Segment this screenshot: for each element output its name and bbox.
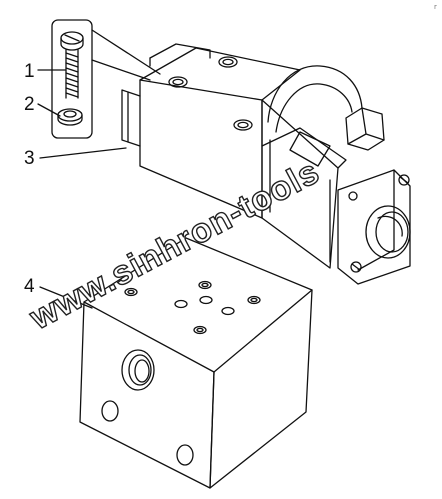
screw-washer-inset bbox=[51, 19, 93, 139]
inset-frame bbox=[51, 19, 93, 139]
threaded-port bbox=[121, 349, 155, 391]
manual-override-button bbox=[365, 205, 411, 259]
callout-1-label: 1 bbox=[24, 61, 35, 82]
screw-thread bbox=[65, 49, 79, 99]
callout-2-leader bbox=[37, 103, 61, 117]
solenoid-valve bbox=[121, 43, 411, 285]
callout-3-leader bbox=[39, 147, 127, 159]
callout-4-leader bbox=[39, 286, 93, 309]
leader-inset-to-valve-1 bbox=[91, 29, 161, 75]
washer bbox=[57, 108, 83, 126]
mounting-block bbox=[79, 237, 313, 489]
callout-2-label: 2 bbox=[24, 94, 35, 115]
callout-4-label: 4 bbox=[24, 276, 35, 297]
corner-mark: r bbox=[434, 3, 437, 11]
callout-3-label: 3 bbox=[24, 148, 35, 169]
leader-inset-to-valve-2 bbox=[91, 59, 151, 81]
